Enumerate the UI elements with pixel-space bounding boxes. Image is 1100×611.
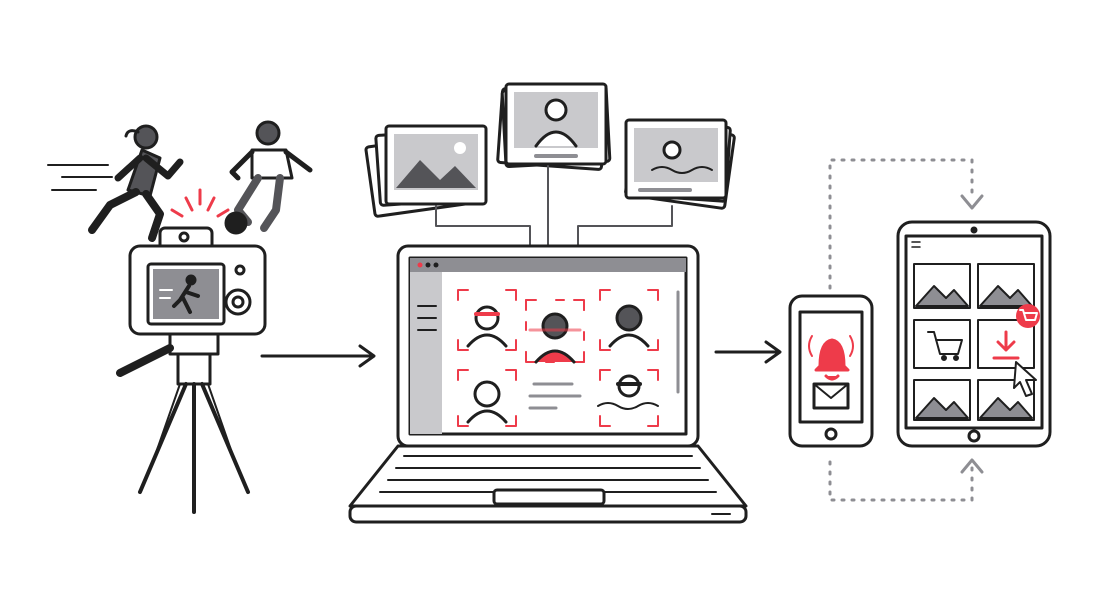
runner-icon [48,126,180,238]
phone-icon [790,296,872,446]
bell-icon [809,336,853,379]
landscape-photo-icon [366,126,486,217]
tablet-icon [898,222,1050,446]
download-icon [994,332,1018,358]
tripod-icon [120,334,248,512]
arrow-camera-to-laptop [262,346,374,366]
keyboard [380,456,716,492]
laptop-icon [350,246,746,522]
face-card [458,290,516,350]
face-grid [458,290,658,426]
detail-text-lines [530,384,580,408]
face-card-highlighted [526,300,584,362]
camera-on-tripod-icon [120,228,265,512]
arrow-laptop-to-phone [716,342,780,362]
cart-icon [928,332,962,360]
cart-badge-icon [1016,304,1040,328]
portrait-photo-icon [498,84,610,170]
face-card [598,370,658,426]
face-card [458,370,516,426]
loop-arrow-top [830,160,982,288]
loop-arrow-bottom [830,460,982,500]
gallery-grid [914,264,1034,420]
cursor-icon [1014,362,1036,396]
mail-icon [814,384,848,408]
flash-burst-icon [172,190,228,216]
camera-body [130,228,265,334]
face-card [600,290,658,350]
screen-runner-icon [160,276,198,312]
soccer-player-icon [226,122,310,233]
swimmer-photo-icon [625,120,734,209]
